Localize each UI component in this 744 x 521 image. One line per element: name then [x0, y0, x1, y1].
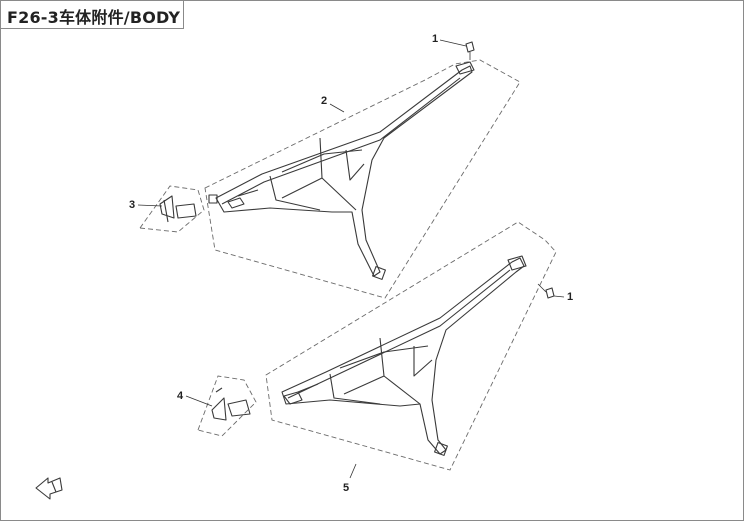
- callout-label: 1: [432, 33, 438, 45]
- callout-4: 4: [177, 390, 213, 407]
- callout-label: 5: [343, 482, 349, 494]
- callout-5: 5: [343, 463, 357, 494]
- callout-1-lower: 1: [553, 291, 573, 303]
- callout-label: 2: [321, 95, 327, 107]
- clip-4-group: [197, 375, 257, 437]
- bolt-upper: [465, 41, 475, 60]
- callout-label: 3: [129, 199, 135, 211]
- title-box: F26-3车体附件/BODY: [1, 1, 184, 29]
- bolt-lower: [537, 283, 555, 299]
- lower-group-outline: [265, 221, 557, 471]
- callout-3: 3: [129, 199, 163, 211]
- callout-label: 1: [567, 291, 573, 303]
- lower-door-net-group: [265, 221, 557, 471]
- clip-3-group: [139, 185, 205, 233]
- upper-door-net-group: [204, 41, 521, 299]
- clip-3-outline: [139, 185, 205, 233]
- clip-4-outline: [197, 375, 257, 437]
- lower-door-net: [281, 255, 527, 456]
- upper-group-outline: [204, 59, 521, 299]
- callout-1-upper: 1: [432, 33, 467, 47]
- callout-2: 2: [321, 95, 345, 113]
- callout-label: 4: [177, 390, 184, 402]
- page-title: F26-3车体附件/BODY: [7, 8, 181, 27]
- upper-door-net: [208, 61, 475, 280]
- front-arrow-icon: [35, 477, 63, 500]
